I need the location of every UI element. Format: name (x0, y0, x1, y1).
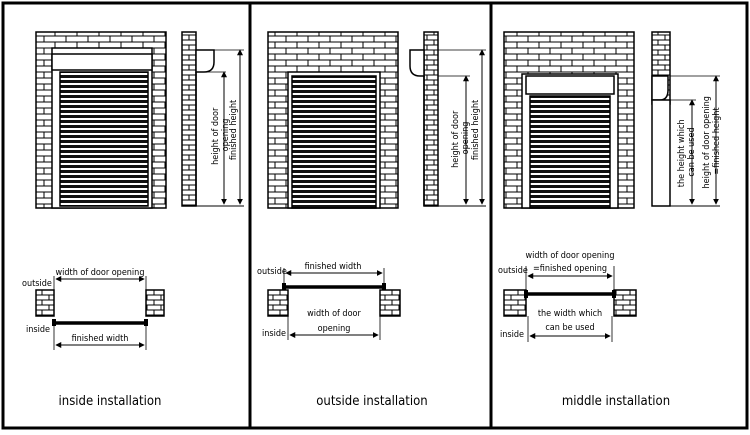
plan-view: outside inside finished width width of d… (257, 262, 401, 340)
shutter-curtain (59, 71, 149, 207)
shutter-box (525, 75, 615, 95)
usable-width-label-line2: can be used (545, 323, 594, 333)
panel-caption: inside installation (59, 394, 162, 409)
inside-label: inside (262, 329, 286, 339)
shutter-curtain (529, 95, 611, 209)
plan-wall-right (379, 289, 401, 317)
usable-width-label-line1: the width which (538, 309, 602, 319)
plan-wall-left (503, 289, 527, 317)
finished-width-label: finished width (305, 262, 362, 272)
panel-outside: height of door opening finished height o… (257, 31, 486, 409)
height-of-door-opening-line1: height of door opening (702, 96, 712, 188)
section-shutter-box (409, 49, 425, 77)
outside-label: outside (498, 266, 528, 276)
plan-wall-right (613, 289, 637, 317)
section-shutter-box (651, 75, 669, 101)
wall-elevation (35, 31, 167, 209)
width-of-door-label-line1: width of door (307, 309, 361, 319)
height-of-door-opening-line1: height of door (451, 110, 461, 168)
panel-caption: middle installation (562, 394, 670, 409)
inside-label: inside (26, 325, 50, 335)
height-of-door-opening-line2: opening (221, 119, 231, 152)
finished-opening-label: =finished opening (533, 264, 607, 274)
plan-wall-right (145, 289, 165, 317)
finished-width-label: finished width (72, 334, 129, 344)
width-of-door-label-line2: opening (318, 324, 351, 334)
plan-view: outside inside width of door opening fin… (22, 268, 165, 350)
finished-height-label: finished height (229, 100, 239, 160)
plan-wall-left (35, 289, 55, 317)
usable-height-label-line1: the height which (677, 119, 687, 187)
usable-height-label-line2: can be used (687, 127, 697, 176)
wall-section: height of door opening finished height (409, 31, 486, 207)
panel-inside: height of door opening finished height o… (22, 31, 244, 409)
shutter-curtain (291, 75, 377, 209)
svg-text:height of door opening: height of door opening (451, 108, 471, 168)
section-shutter-box (195, 49, 215, 73)
inside-label: inside (500, 330, 524, 340)
svg-text:height of door opening: height of door opening =finished height (702, 93, 722, 188)
width-of-door-opening-label: width of door opening (526, 251, 615, 261)
panel-caption: outside installation (316, 394, 427, 409)
panel-middle: the height which can be used height of d… (498, 31, 722, 409)
height-of-door-opening-line2: opening (461, 122, 471, 155)
plan-view: outside inside width of door opening =fi… (498, 251, 637, 342)
svg-text:the height which can b: the height which can be used (677, 117, 697, 187)
finished-height-line2: =finished height (712, 107, 722, 174)
outside-label: outside (22, 279, 52, 289)
width-of-door-opening-label: width of door opening (56, 268, 145, 278)
wall-section: height of door opening finished height (181, 31, 244, 207)
wall-elevation (267, 31, 399, 209)
outside-label: outside (257, 267, 287, 277)
finished-height-label: finished height (471, 100, 481, 160)
height-of-door-opening-line1: height of door (211, 107, 221, 165)
plan-wall-left (267, 289, 289, 317)
wall-section: the height which can be used height of d… (651, 31, 722, 207)
svg-text:height of door opening: height of door opening (211, 105, 231, 165)
wall-elevation (503, 31, 635, 209)
shutter-box (51, 53, 153, 71)
